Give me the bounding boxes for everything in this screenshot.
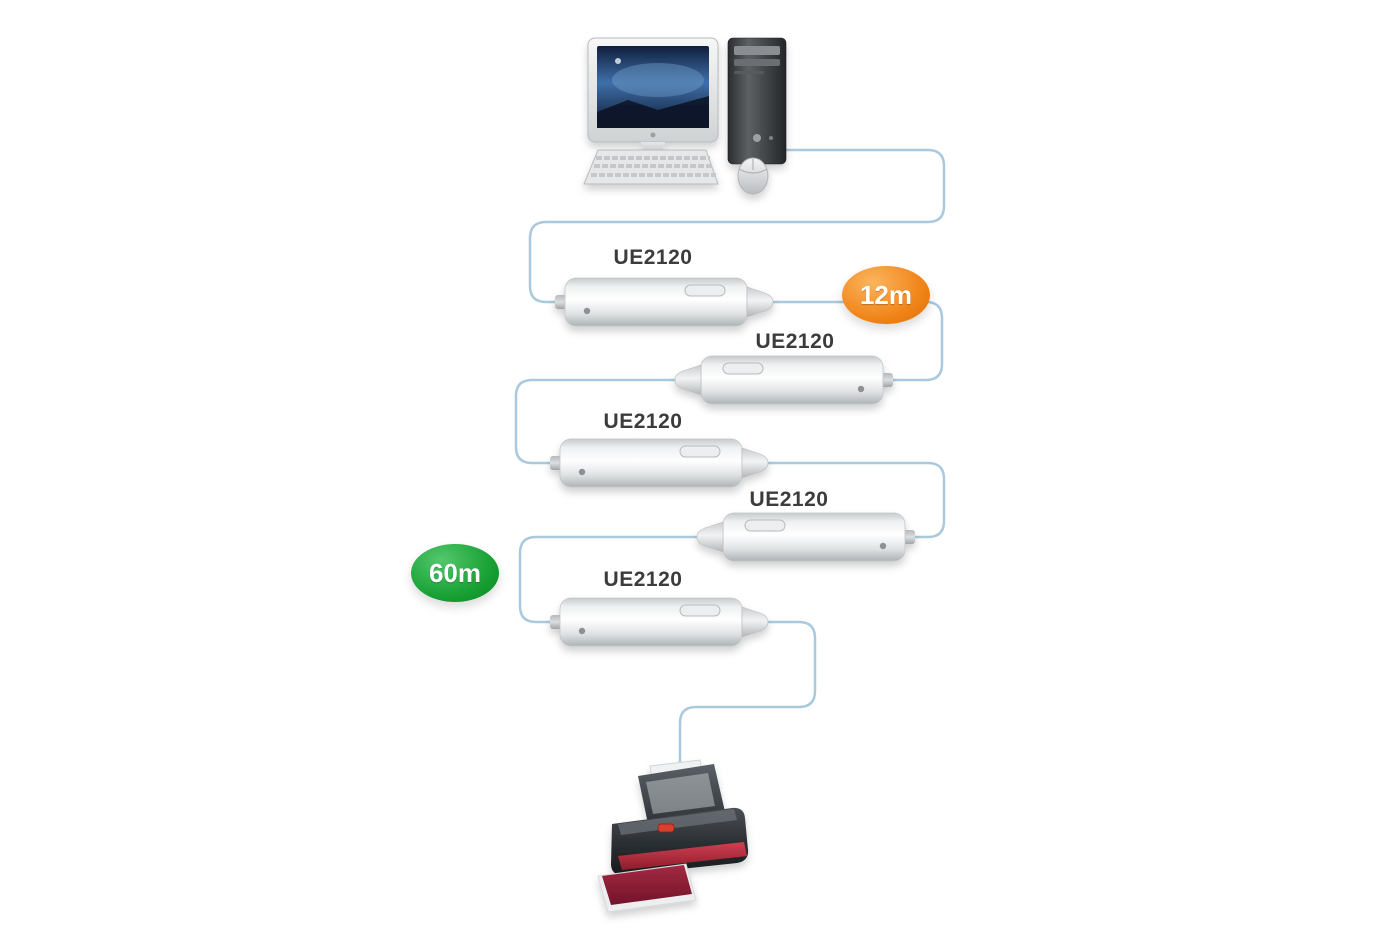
extender-label-1: UE2120 xyxy=(613,246,693,269)
printer-power-button xyxy=(657,823,675,833)
cable-extender4-to-extender5 xyxy=(518,535,700,624)
cable-extender5-to-printer xyxy=(678,620,817,774)
computer-keyboard xyxy=(583,149,719,185)
extender-label-3: UE2120 xyxy=(603,410,683,433)
extender-label-5: UE2120 xyxy=(603,568,683,591)
extender-label-4: UE2120 xyxy=(749,488,829,511)
extender-device-3 xyxy=(549,438,769,488)
computer-monitor xyxy=(587,37,719,165)
distance-badge-12m: 12m xyxy=(842,266,930,324)
computer-mouse xyxy=(737,157,769,195)
distance-badge-12m-text: 12m xyxy=(859,279,913,310)
computer-tower xyxy=(727,37,787,165)
extender-device-4 xyxy=(696,512,916,562)
extender-device-1 xyxy=(554,277,774,327)
cable-extender1-to-extender2 xyxy=(770,300,944,382)
distance-badge-60m: 60m xyxy=(411,544,499,602)
extender-device-5 xyxy=(549,597,769,647)
printer-front-panel xyxy=(618,842,747,870)
printer-output-sheet xyxy=(602,865,692,905)
cable-extender3-to-extender4 xyxy=(766,461,946,539)
cable-computer-to-extender1 xyxy=(528,148,946,304)
extender-label-2: UE2120 xyxy=(755,330,835,353)
computer-illustration xyxy=(583,37,787,195)
distance-badge-60m-text: 60m xyxy=(428,557,482,588)
cable-extender2-to-extender3 xyxy=(514,378,678,465)
extender-device-2 xyxy=(674,355,894,405)
printer-illustration xyxy=(597,759,749,913)
